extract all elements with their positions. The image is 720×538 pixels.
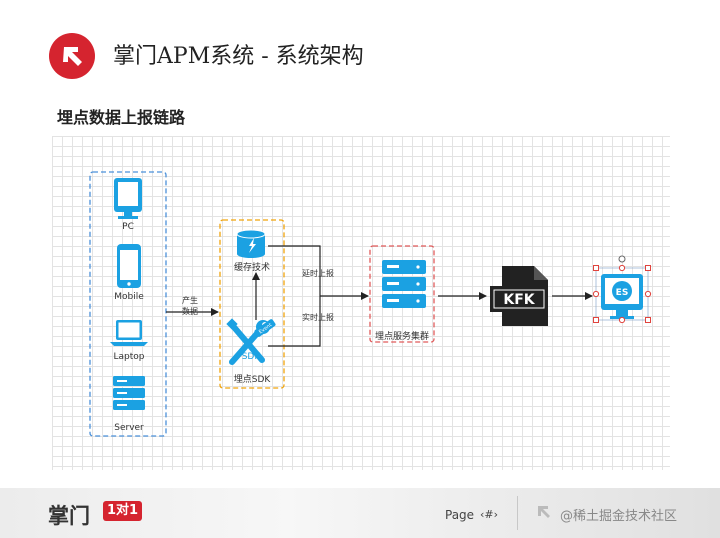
client-label-mobile: Mobile xyxy=(114,292,144,302)
slide-title: 掌门APM系统 - 系统架构 xyxy=(113,44,364,69)
cache-database-icon xyxy=(236,229,266,258)
section-subtitle: 埋点数据上报链路 xyxy=(57,108,186,127)
client-group-box xyxy=(89,171,167,437)
edge-label-generate: 产生 数据 xyxy=(182,295,198,317)
watermark-text: @稀土掘金技术社区 xyxy=(560,509,678,524)
cache-label: 缓存技术 xyxy=(233,263,271,273)
edge-label-generate-text: 产生 数据 xyxy=(182,296,198,316)
edge-label-realtime: 实时上报 xyxy=(302,313,334,322)
kafka-document-icon xyxy=(490,266,548,326)
cluster-label: 埋点服务集群 xyxy=(374,332,430,342)
page-label: Page xyxy=(445,508,475,522)
watermark-logo-icon xyxy=(538,506,550,518)
laptop-icon xyxy=(110,320,148,346)
diagram-canvas: Event SDK KFK xyxy=(52,136,670,470)
footer-brand: 掌门 xyxy=(48,504,90,528)
elasticsearch-monitor-icon xyxy=(601,274,643,319)
arrow-up-left-icon xyxy=(63,47,82,66)
edge-label-delay: 延时上报 xyxy=(302,269,334,278)
mobile-icon xyxy=(117,244,141,288)
client-label-pc: PC xyxy=(122,222,134,232)
sdk-label: 埋点SDK xyxy=(233,375,271,385)
server-icon xyxy=(113,376,145,410)
sdk-tools-icon xyxy=(226,318,276,365)
client-label-server: Server xyxy=(114,423,144,433)
footer-divider xyxy=(517,496,518,530)
page-number-placeholder: ‹#› xyxy=(480,508,499,521)
sdk-icon-text: SDK xyxy=(242,352,262,362)
diagram-graphics: Event SDK KFK xyxy=(89,171,652,437)
elasticsearch-text: ES xyxy=(616,288,629,298)
edge-delay xyxy=(268,245,321,296)
kafka-text: KFK xyxy=(503,292,535,308)
monitor-icon xyxy=(114,178,142,219)
cluster-group-box xyxy=(369,245,435,343)
selection-handles[interactable] xyxy=(592,255,652,324)
edge-realtime xyxy=(268,296,321,347)
server-cluster-icon xyxy=(382,260,426,308)
brand-logo xyxy=(49,33,95,79)
footer-brand-badge: 1对1 xyxy=(103,501,143,521)
client-label-laptop: Laptop xyxy=(113,352,145,362)
sdk-group-box xyxy=(219,219,285,389)
